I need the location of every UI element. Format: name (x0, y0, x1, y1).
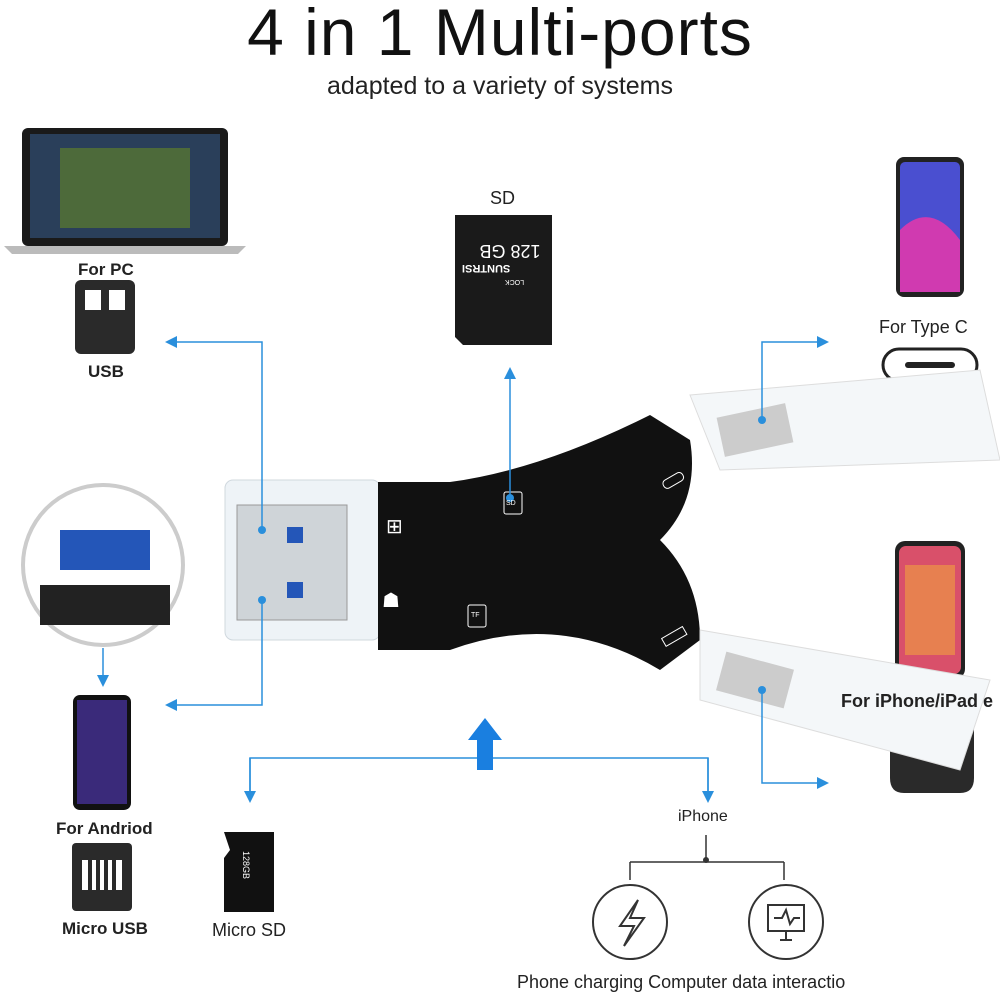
android-icon: ☗ (382, 590, 400, 612)
type-c-phone-image (896, 157, 964, 297)
iphone-label: iPhone (678, 808, 728, 825)
micro-sd-capacity: 128GB (241, 850, 252, 880)
lightning-icon: ϟ (588, 640, 598, 660)
up-arrow-icon (468, 718, 502, 770)
iphone-ipad-label: For iPhone/iPad e (841, 691, 994, 711)
micro-sd-card-image (224, 832, 274, 912)
type-c-icon (662, 472, 685, 489)
sd-card-image: 128 GB (455, 215, 552, 345)
usb-port-icon (75, 280, 135, 354)
android-label: For Andriod (56, 819, 153, 838)
sd-icon (503, 491, 523, 515)
functions-label: Phone charging Computer data interactio (517, 972, 846, 992)
sd-icon-label: SD (506, 500, 516, 507)
type-c-label: For Type C (879, 317, 968, 337)
android-phone-image (73, 695, 131, 810)
sd-card-brand: SUNTRSI (462, 262, 511, 274)
computer-monitor-icon (748, 884, 824, 960)
tf-icon-label: TF (471, 612, 480, 619)
iphone-image (895, 541, 965, 679)
micro-usb-port-icon (72, 843, 132, 911)
usb-label: USB (88, 362, 124, 381)
tf-icon (467, 604, 487, 628)
lightning-port-icon (660, 625, 688, 648)
charging-icon (592, 884, 668, 960)
micro-sd-label: Micro SD (212, 920, 287, 940)
sd-card-lock: LOCK (505, 278, 525, 285)
laptop-image (4, 128, 246, 254)
sd-label: SD (490, 188, 516, 208)
for-pc-label: For PC (78, 260, 134, 279)
page-subtitle: adapted to a variety of systems (326, 72, 673, 100)
otg-demo-image (21, 483, 185, 647)
page-title: 4 in 1 Multi-ports (247, 0, 753, 69)
micro-usb-label: Micro USB (62, 919, 148, 938)
windows-icon: ⊞ (386, 516, 403, 538)
svg-text:128 GB: 128 GB (479, 241, 540, 261)
connection-lines (97, 336, 829, 803)
